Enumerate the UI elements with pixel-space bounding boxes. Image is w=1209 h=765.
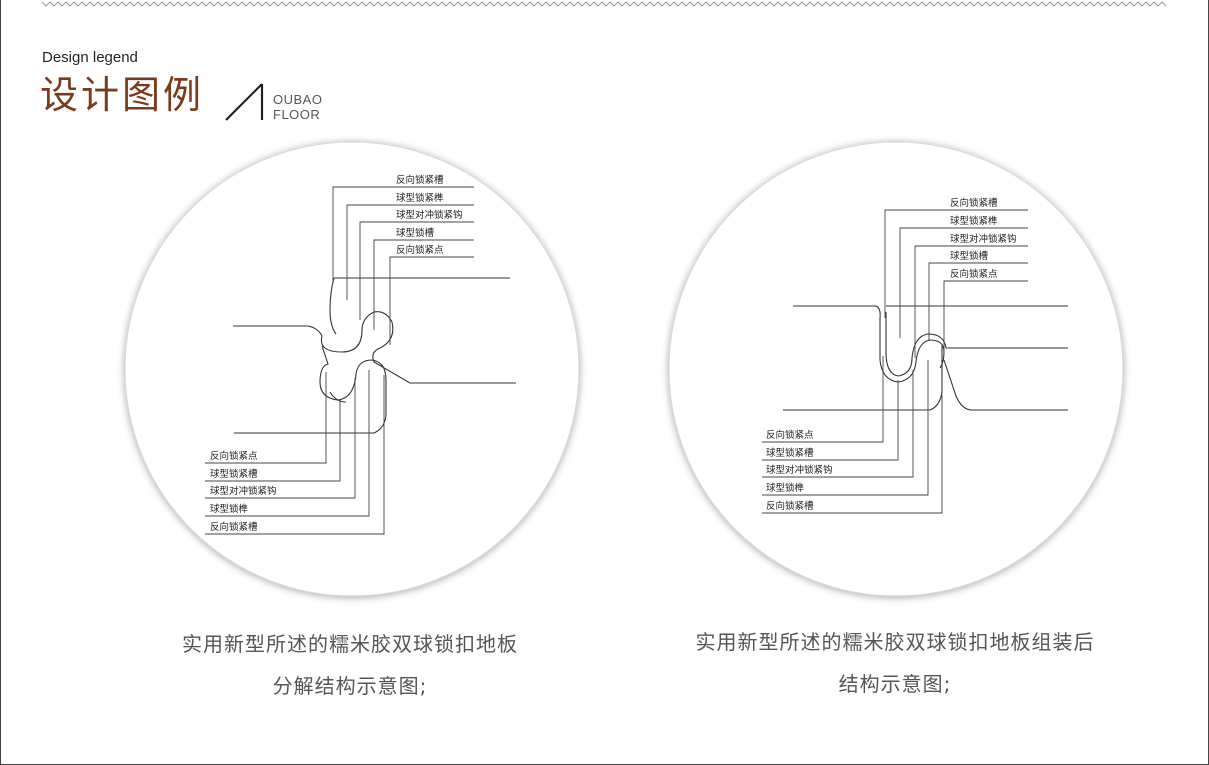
right-bottom-label-5: 反向锁紧槽: [766, 500, 814, 512]
right-assembled-diagram: 反向锁紧槽 球型锁紧榫 球型对冲锁紧钩 球型锁槽 反向锁紧点 反向锁紧点 球型锁…: [668, 141, 1124, 597]
right-bottom-label-3: 球型对冲锁紧钩: [766, 464, 833, 476]
brand-mark: OUBAO FLOOR: [273, 92, 322, 122]
left-caption-line-1: 实用新型所述的糯米胶双球锁扣地板: [182, 632, 518, 656]
left-top-label-1: 反向锁紧槽: [396, 174, 444, 186]
left-top-label-2: 球型锁紧榫: [396, 192, 444, 204]
right-upper-board: [793, 305, 945, 383]
left-caption-line-2: 分解结构示意图;: [272, 674, 428, 698]
left-circle: [124, 141, 580, 597]
right-caption: 实用新型所述的糯米胶双球锁扣地板组装后 结构示意图;: [650, 621, 1140, 705]
zigzag-border: [42, 1, 1166, 7]
left-bottom-label-5: 反向锁紧槽: [210, 521, 258, 533]
right-bottom-label-4: 球型锁榫: [766, 482, 805, 494]
left-lower-board: [234, 345, 387, 434]
legend-title-cn: 设计图例: [40, 73, 205, 117]
left-exploded-diagram: 反向锁紧槽 球型锁紧榫 球型对冲锁紧钩 球型锁槽 反向锁紧点 反向锁紧点 球型锁…: [124, 141, 580, 597]
brand-line-1: OUBAO: [273, 92, 323, 107]
right-top-label-1: 反向锁紧槽: [950, 197, 998, 209]
left-bottom-label-1: 反向锁紧点: [210, 450, 258, 462]
legend-title-en: Design legend: [42, 49, 138, 66]
left-lower-board-inner: [329, 391, 347, 403]
left-upper-board: [233, 311, 516, 384]
left-top-label-3: 球型对冲锁紧钩: [396, 209, 463, 221]
diagonal-arrow-icon: [225, 83, 264, 121]
left-top-label-4: 球型锁槽: [396, 227, 435, 239]
left-bottom-label-4: 球型锁榫: [210, 503, 249, 515]
right-top-label-2: 球型锁紧榫: [950, 215, 998, 227]
left-upper-board-top: [329, 277, 510, 335]
right-lower-board-inner: [885, 312, 947, 377]
right-top-label-4: 球型锁槽: [950, 250, 989, 262]
right-bottom-label-1: 反向锁紧点: [766, 429, 814, 441]
left-caption: 实用新型所述的糯米胶双球锁扣地板 分解结构示意图;: [130, 623, 570, 707]
brand-line-2: FLOOR: [273, 107, 321, 122]
right-top-label-5: 反向锁紧点: [950, 268, 998, 280]
left-top-label-5: 反向锁紧点: [396, 244, 444, 256]
right-caption-line-2: 结构示意图;: [838, 672, 952, 696]
right-caption-line-1: 实用新型所述的糯米胶双球锁扣地板组装后: [695, 630, 1095, 654]
right-lower-board: [783, 346, 1068, 411]
left-bottom-label-3: 球型对冲锁紧钩: [210, 485, 277, 497]
right-circle: [668, 141, 1124, 597]
right-top-label-3: 球型对冲锁紧钩: [950, 233, 1017, 245]
left-bottom-label-2: 球型锁紧槽: [210, 468, 258, 480]
right-bottom-label-2: 球型锁紧槽: [766, 447, 814, 459]
